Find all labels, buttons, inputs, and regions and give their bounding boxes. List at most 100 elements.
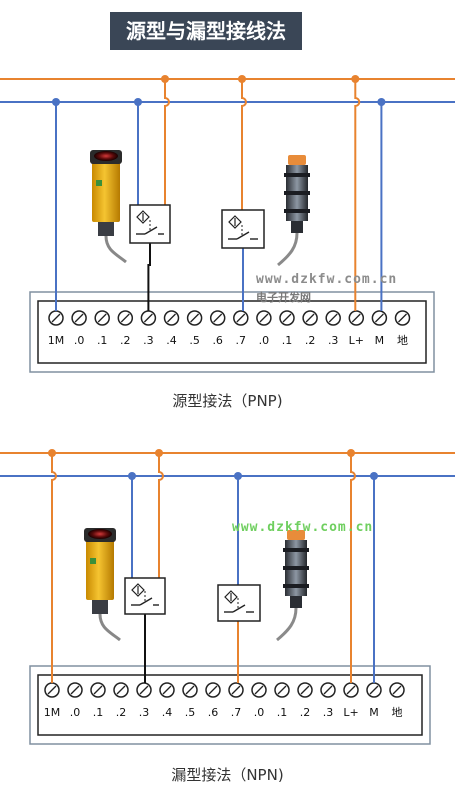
terminal-slot: [236, 313, 246, 323]
wire-sensor2-pos: [241, 79, 247, 210]
terminal-slot: [74, 313, 84, 323]
terminal-slot: [208, 685, 218, 695]
photo-lens: [94, 151, 118, 161]
terminal-label: .6: [208, 706, 219, 719]
switch-contact: [139, 597, 153, 606]
terminal-label: .5: [185, 706, 196, 719]
switch-contact: [236, 231, 250, 240]
prox-tail: [291, 221, 303, 233]
terminal-label: .3: [328, 334, 339, 347]
wire-lplus: [350, 453, 356, 683]
terminal-slot: [213, 313, 223, 323]
terminal-label: .7: [231, 706, 242, 719]
terminal-slot: [392, 685, 402, 695]
terminal-label: .4: [166, 334, 177, 347]
sensor-diamond-icon: [131, 583, 145, 597]
terminal-label: .3: [143, 334, 154, 347]
terminal-label: .3: [323, 706, 334, 719]
terminal-label: 1M: [44, 706, 61, 719]
terminal-slot: [374, 313, 384, 323]
wire-lplus: [354, 79, 361, 311]
terminal-label: .0: [259, 334, 270, 347]
photo-connector: [98, 222, 114, 236]
switch-symbol-icon: [217, 584, 261, 622]
switch-symbol-icon: [221, 209, 265, 249]
sensor-diamond-icon: [228, 215, 242, 229]
wire-sensor1-signal: [147, 243, 151, 311]
terminal-label: .3: [139, 706, 150, 719]
plc-frame: [29, 291, 435, 373]
npn-caption: 漏型接法（NPN): [171, 766, 284, 784]
terminal-label: .1: [277, 706, 288, 719]
terminal-slot: [185, 685, 195, 695]
terminal-slot: [190, 313, 200, 323]
photo-body: [92, 158, 120, 222]
terminal-slot: [369, 685, 379, 695]
terminal-label: .0: [254, 706, 265, 719]
terminal-label: M: [369, 706, 379, 719]
terminal-slot: [167, 313, 176, 323]
page-title: 源型与漏型接线法: [110, 12, 302, 50]
terminal-slot: [231, 685, 241, 695]
photoelectric-sensor-icon: [90, 150, 127, 264]
inductive-sensor-icon: [277, 155, 310, 267]
prox-nut: [283, 566, 309, 570]
terminal-label: .2: [116, 706, 127, 719]
photo-cable: [98, 613, 121, 642]
switch-contact: [144, 226, 158, 235]
terminal-slot: [351, 313, 361, 323]
prox-cable: [276, 607, 298, 642]
terminal-label: 地: [397, 334, 408, 347]
terminal-slot: [139, 685, 149, 695]
terminal-label: L+: [343, 706, 358, 719]
switch-box-frame: [221, 209, 265, 249]
wire-sensor1-pos: [164, 79, 170, 205]
terminal-slot: [300, 685, 310, 695]
sensor-diamond-icon: [136, 210, 150, 224]
photo-cable: [104, 235, 127, 264]
terminal-label: 1M: [48, 334, 65, 347]
prox-nut: [283, 584, 309, 588]
prox-cap: [287, 530, 305, 540]
terminal-label: .7: [236, 334, 247, 347]
photo-body: [86, 536, 114, 600]
terminal-slot: [116, 685, 126, 695]
inductive-sensor-icon: [276, 530, 309, 642]
prox-cable: [277, 232, 299, 267]
terminal-slot: [328, 313, 338, 323]
photoelectric-sensor-icon: [84, 528, 121, 642]
terminal-slot: [162, 685, 172, 695]
watermark-url-top: www.dzkfw.com.cn: [256, 272, 398, 287]
switch-box-frame: [217, 584, 261, 622]
wire-sensor1-pos: [158, 453, 164, 578]
plc-frame: [29, 665, 431, 745]
terminal-slot: [282, 313, 292, 323]
terminal-label: .6: [212, 334, 223, 347]
prox-tail: [290, 596, 302, 608]
terminal-label: .2: [300, 706, 311, 719]
terminal-label: .0: [70, 706, 81, 719]
pnp-caption: 源型接法（PNP): [172, 392, 283, 410]
terminal-slot: [93, 685, 103, 695]
terminal-block: [37, 300, 427, 364]
prox-nut: [284, 191, 310, 195]
watermark-cn-top: 电子开发网: [256, 291, 311, 304]
terminal-slot: [143, 313, 153, 323]
terminal-slot: [277, 685, 287, 695]
terminal-label: .2: [120, 334, 131, 347]
terminal-label: .1: [282, 334, 293, 347]
terminal-label: 地: [392, 706, 403, 719]
sensor-diamond-icon: [224, 590, 238, 604]
terminal-label: .1: [97, 334, 108, 347]
terminal-label: .1: [93, 706, 104, 719]
prox-cap: [288, 155, 306, 165]
terminal-slot: [346, 685, 356, 695]
terminal-label: .0: [74, 334, 85, 347]
terminal-slot: [120, 313, 130, 323]
terminal-slot: [47, 685, 57, 695]
